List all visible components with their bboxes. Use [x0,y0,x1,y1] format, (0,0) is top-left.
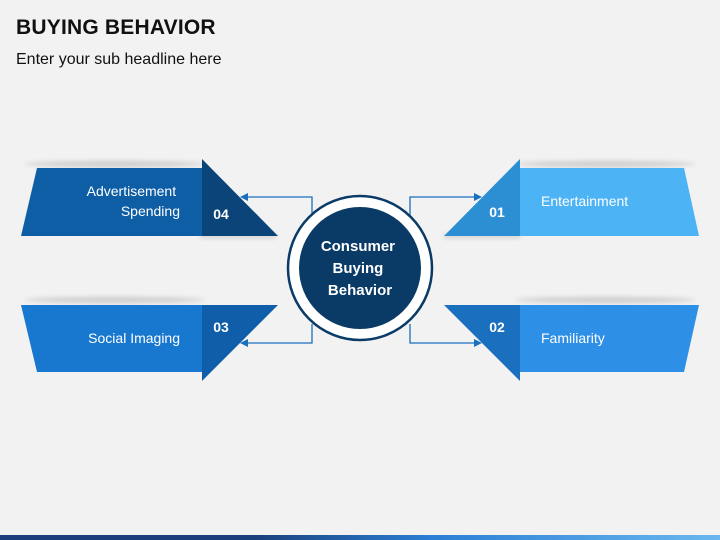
item-04-band [21,168,202,236]
center-disc [299,207,421,329]
item-03-band [21,305,202,372]
item-02-label: Familiarity [541,330,605,346]
item-02-arrow [444,305,520,381]
connector-02 [409,324,476,344]
item-01-arrow [444,159,520,236]
center-node: Consumer Buying Behavior [286,194,434,342]
item-04-label: Advertisement Spending [87,183,180,219]
arrowhead-02 [474,339,482,347]
connector-01 [409,196,476,216]
item-01-number: 01 [489,204,505,220]
arrowhead-01 [474,193,482,201]
item-04: Advertisement Spending 04 [21,159,278,236]
item-04-label-line-2: Spending [121,203,180,219]
item-02-number: 02 [489,319,505,335]
item-04-number: 04 [213,206,229,222]
connectors [246,196,476,344]
page-subtitle: Enter your sub headline here [16,51,222,68]
connector-arrowheads [240,193,482,347]
center-label-line-3: Behavior [328,282,392,299]
item-02-band [520,305,699,372]
arrowhead-03 [240,339,248,347]
item-03-number: 03 [213,319,229,335]
item-04-arrow [202,159,278,236]
center-label-line-1: Consumer [321,238,395,255]
item-01-band [520,168,699,236]
arrowhead-04 [240,193,248,201]
item-03-label: Social Imaging [88,330,180,346]
footer-accent-bar [0,535,720,540]
item-01: Entertainment 01 [444,159,699,236]
item-01-label: Entertainment [541,193,628,209]
connector-04 [246,196,313,216]
center-label-line-2: Buying [332,260,383,277]
connector-03 [246,324,313,344]
item-03-arrow [202,305,278,381]
item-02: Familiarity 02 [444,305,699,381]
item-04-label-line-1: Advertisement [87,183,177,199]
item-03: Social Imaging 03 [21,305,278,381]
page-title: BUYING BEHAVIOR [16,16,216,39]
center-label: Consumer Buying Behavior [321,238,399,299]
